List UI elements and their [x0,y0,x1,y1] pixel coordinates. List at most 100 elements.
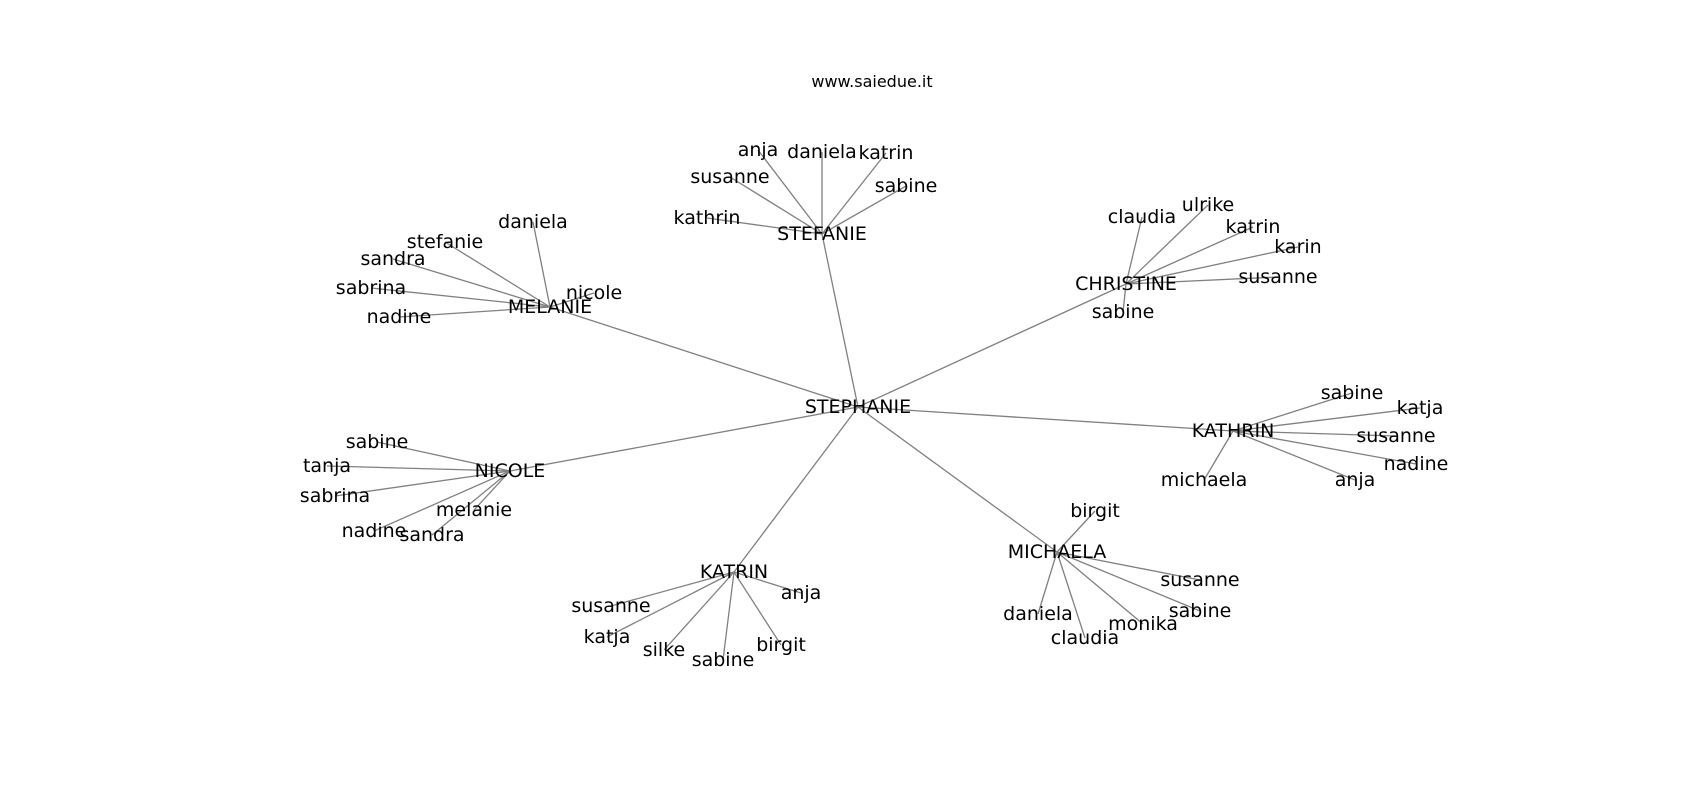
edges-layer [326,149,1421,661]
edge-katrin-birgit [733,571,782,646]
leaf-node-nicole-sabrina: sabrina [300,485,370,507]
edge-christine-susanne [1125,276,1279,285]
edge-stefanie-susanne [729,176,823,235]
leaf-node-nicole-sandra: sandra [399,524,464,546]
edge-katrin-katja [606,571,735,638]
leaf-node-kathrin-susanne: susanne [1356,425,1435,447]
hub-node-stefanie: STEFANIE [777,223,867,245]
edge-kathrin-susanne [1232,430,1397,437]
edge-nicole-sabrina [334,470,511,497]
leaf-node-michaela-monika: monika [1108,613,1178,635]
edge-nicole-sabine [376,441,511,472]
edge-kathrin-nadine [1232,430,1417,465]
edge-kathrin-michaela [1203,430,1234,481]
edge-christine-ulrike [1125,204,1209,285]
edge-kathrin-anja [1232,430,1356,481]
edge-nicole-nadine [373,470,511,532]
edge-nicole-tanja [326,465,511,472]
leaf-node-christine-claudia: claudia [1108,206,1176,228]
leaf-node-christine-ulrike: ulrike [1182,194,1234,216]
edge-katrin-anja [733,571,802,594]
edge-melanie-nadine [398,306,551,318]
leaf-node-katrin-susanne: susanne [571,595,650,617]
hub-node-katrin: KATRIN [700,561,768,583]
root-node: STEPHANIE [805,396,911,418]
leaf-node-katrin-anja: anja [781,582,822,604]
leaf-node-stefanie-sabine: sabine [875,175,938,197]
edge-melanie-stefanie [444,241,551,308]
leaf-node-christine-katrin: katrin [1226,216,1281,238]
leaf-node-melanie-nicole: nicole [566,282,622,304]
edge-stefanie-kathrin [706,217,823,235]
leaf-node-melanie-daniela: daniela [498,211,568,233]
leaf-node-michaela-sabine: sabine [1169,600,1232,622]
edge-michaela-daniela [1037,551,1058,615]
edge-stefanie-katrin [821,152,887,235]
leaf-node-stefanie-susanne: susanne [690,166,769,188]
edge-melanie-sandra [392,258,551,308]
edge-root-michaela [857,406,1058,553]
edge-kathrin-katja [1232,407,1421,432]
edge-root-melanie [549,306,859,408]
edge-katrin-sabine [722,571,735,661]
edge-stefanie-anja [757,149,823,235]
edge-christine-sabine [1122,283,1127,313]
edge-christine-claudia [1125,216,1143,285]
leaf-node-michaela-daniela: daniela [1003,603,1073,625]
hub-node-christine: CHRISTINE [1075,273,1177,295]
edge-michaela-monika [1056,551,1144,625]
leaf-node-kathrin-anja: anja [1335,469,1376,491]
edge-michaela-sabine [1056,551,1201,612]
leaf-node-kathrin-nadine: nadine [1384,453,1449,475]
edge-michaela-susanne [1056,551,1201,581]
edge-michaela-claudia [1056,551,1086,639]
leaf-node-nicole-sabine: sabine [346,431,409,453]
leaf-node-katrin-silke: silke [643,639,685,661]
leaf-node-melanie-sabrina: sabrina [336,277,406,299]
edge-melanie-nicole [549,292,595,308]
edge-root-stefanie [821,233,859,408]
hub-node-michaela: MICHAELA [1008,541,1107,563]
edge-katrin-silke [663,571,735,651]
edge-katrin-susanne [610,571,735,607]
leaf-node-christine-karin: karin [1274,236,1321,258]
leaf-node-kathrin-michaela: michaela [1161,469,1248,491]
leaf-node-katrin-sabine: sabine [692,649,755,671]
leaf-node-melanie-nadine: nadine [367,306,432,328]
leaf-node-christine-susanne: susanne [1238,266,1317,288]
edge-root-kathrin [857,406,1234,432]
edge-root-katrin [733,406,859,573]
diagram-title: www.saiedue.it [811,72,932,91]
leaf-node-melanie-stefanie: stefanie [407,231,483,253]
leaf-node-michaela-claudia: claudia [1051,627,1119,649]
hub-node-nicole: NICOLE [475,460,546,482]
edge-nicole-melanie [473,470,511,511]
leaf-node-nicole-nadine: nadine [342,520,407,542]
edge-christine-katrin [1125,226,1254,285]
edge-kathrin-sabine [1232,392,1353,432]
leaf-node-michaela-birgit: birgit [1070,500,1120,522]
hub-node-kathrin: KATHRIN [1192,420,1275,442]
leaf-node-stefanie-daniela: daniela [787,141,857,163]
leaf-node-stefanie-kathrin: kathrin [674,207,741,229]
edge-michaela-birgit [1056,510,1096,553]
leaf-node-katrin-katja: katja [584,626,631,648]
leaf-node-melanie-sandra: sandra [360,248,425,270]
leaf-node-stefanie-anja: anja [738,139,779,161]
leaf-node-katrin-birgit: birgit [756,634,806,656]
leaf-node-kathrin-katja: katja [1397,397,1444,419]
leaf-node-stefanie-katrin: katrin [859,142,914,164]
leaf-node-kathrin-sabine: sabine [1321,382,1384,404]
leaf-node-nicole-melanie: melanie [436,499,512,521]
edge-melanie-daniela [532,221,551,308]
leaf-node-nicole-tanja: tanja [303,455,351,477]
edge-melanie-sabrina [370,287,551,308]
edge-stefanie-sabine [821,185,907,235]
edge-christine-karin [1125,246,1299,285]
edge-root-christine [857,283,1127,408]
edge-root-nicole [509,406,859,472]
hub-node-melanie: MELANIE [508,296,592,318]
leaf-node-michaela-susanne: susanne [1160,569,1239,591]
